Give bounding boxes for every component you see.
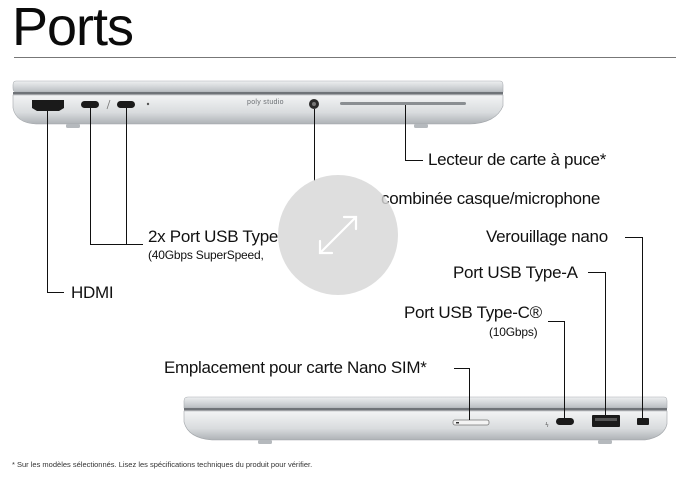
nano-lock-label: Verouillage nano <box>486 227 608 246</box>
card-reader-leader-line <box>405 105 406 160</box>
usb-c-right-leader-line <box>564 321 565 418</box>
usb-c-left-label: 2x Port USB Type <box>148 227 279 246</box>
laptop-left-side <box>12 80 504 128</box>
nano-sim-leader-line <box>469 368 470 420</box>
title-divider <box>14 57 676 58</box>
usb-a-label: Port USB Type-A <box>453 263 578 282</box>
page-title: Ports <box>12 0 134 57</box>
zoom-overlay-button[interactable] <box>278 175 398 295</box>
nano-lock-icon <box>637 418 649 425</box>
usb-c-right-label: Port USB Type-C® <box>404 303 542 322</box>
laptop-right-side: ϟ <box>183 396 668 444</box>
usb-c-port-icon <box>81 101 99 108</box>
usb-c-left-leader-line <box>90 244 143 245</box>
audio-combo-label: combinée casque/microphone <box>381 189 601 208</box>
usb-c-port-icon <box>117 101 135 108</box>
usb-a-leader-line <box>588 272 606 273</box>
nano-lock-leader-line <box>625 237 643 238</box>
usb-c-left-leader-line <box>126 108 127 245</box>
card-reader-slot-icon <box>340 102 466 105</box>
card-reader-leader-line <box>405 160 423 161</box>
nano-lock-leader-line <box>642 237 643 418</box>
hdmi-label: HDMI <box>71 283 114 302</box>
audio-leader-line <box>314 109 315 181</box>
nano-sim-label: Emplacement pour carte Nano SIM* <box>164 358 427 377</box>
usb-c-left-sublabel: (40Gbps SuperSpeed, <box>148 248 264 262</box>
usb-c-left-leader-line <box>90 108 91 245</box>
hdmi-port-icon <box>32 100 64 111</box>
usb-a-leader-line <box>605 272 606 415</box>
footnote: * Sur les modèles sélectionnés. Lisez le… <box>12 460 313 469</box>
usb-c-right-sublabel: (10Gbps) <box>489 325 538 339</box>
brand-logo-text: poly studio <box>247 99 284 106</box>
usb-c-port-icon <box>556 418 574 425</box>
usb-c-right-leader-line <box>548 321 565 322</box>
card-reader-label: Lecteur de carte à puce* <box>428 150 607 169</box>
hdmi-leader-line <box>47 292 64 293</box>
hdmi-leader-line <box>47 111 48 293</box>
expand-arrows-icon <box>318 215 358 255</box>
nano-sim-slot-icon <box>452 419 490 426</box>
svg-text:ϟ: ϟ <box>545 422 549 429</box>
nano-sim-leader-line <box>454 368 470 369</box>
